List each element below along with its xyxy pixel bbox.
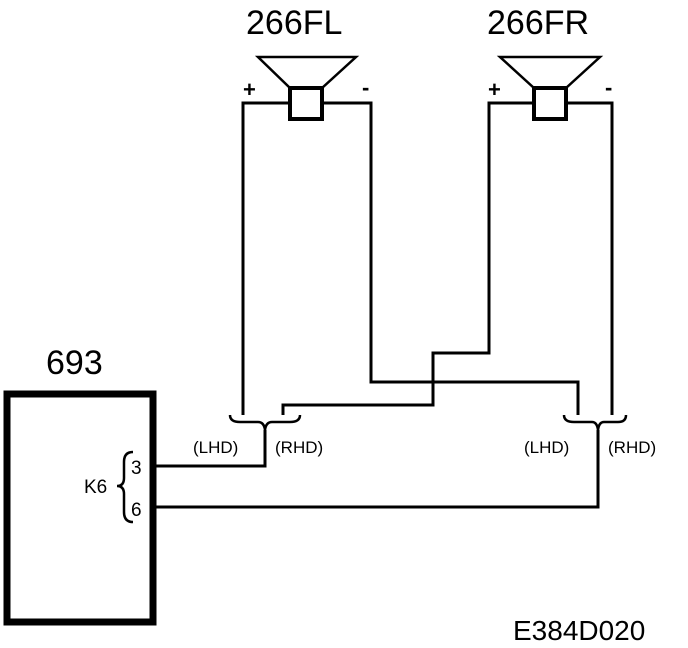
module-693-box	[3, 390, 157, 626]
right-rhd-label: (RHD)	[608, 438, 656, 457]
wire-266fr-plus	[281, 101, 534, 415]
pin-6-label: 6	[131, 500, 142, 521]
wire-pin-6	[155, 430, 600, 509]
speaker-266fr-plus: +	[488, 77, 501, 102]
figure-code: E384D020	[513, 615, 645, 646]
module-693-label: 693	[46, 344, 103, 382]
connector-k6-brace	[116, 450, 134, 524]
connector-k6-label: K6	[84, 477, 107, 498]
left-variant-brace	[228, 414, 302, 431]
speaker-266fl-cone-icon	[254, 55, 360, 90]
speaker-266fl-magnet	[288, 86, 324, 121]
wire-266fl-plus	[241, 101, 290, 415]
right-variant-brace	[562, 414, 628, 431]
left-lhd-label: (LHD)	[193, 438, 238, 457]
speaker-266fr-label: 266FR	[487, 4, 589, 42]
left-rhd-label: (RHD)	[275, 438, 323, 457]
module-693: 693 K6 3 6	[3, 344, 157, 626]
speaker-266fr-minus: -	[605, 75, 612, 100]
speaker-266fr-cone-icon	[496, 55, 604, 90]
speaker-266fl-minus: -	[362, 75, 369, 100]
wire-pin-3	[155, 430, 267, 468]
wire-266fr-minus	[566, 101, 614, 415]
speaker-266fl: 266FL + -	[243, 4, 369, 121]
pin-3-label: 3	[131, 458, 142, 479]
speaker-266fl-label: 266FL	[246, 4, 342, 42]
right-lhd-label: (LHD)	[524, 438, 569, 457]
wires	[155, 101, 628, 509]
speaker-266fl-plus: +	[243, 77, 256, 102]
speaker-266fr-magnet	[532, 86, 568, 121]
wire-266fl-minus	[322, 101, 580, 415]
